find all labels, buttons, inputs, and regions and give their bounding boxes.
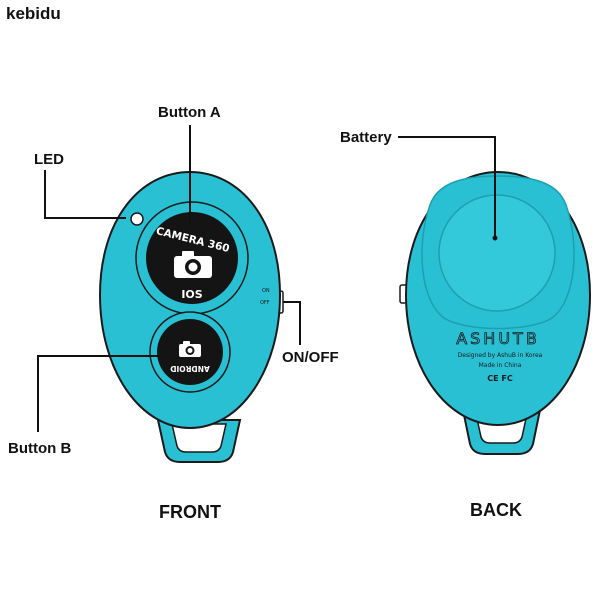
label-led: LED xyxy=(34,151,64,168)
button-a-bottom-text: IOS xyxy=(181,288,202,301)
caption-back: BACK xyxy=(470,500,522,520)
leader-line-led xyxy=(44,170,126,219)
back-designed-line: Designed by AshuB in Korea xyxy=(458,352,543,359)
leader-line-button-b xyxy=(37,355,160,432)
switch-mark-on: ON xyxy=(262,288,270,294)
button-a[interactable]: CAMERA 360 IOS xyxy=(135,201,249,315)
leader-line-on-off xyxy=(283,301,301,345)
back-made-line: Made in China xyxy=(479,362,522,369)
label-button-a: Button A xyxy=(158,104,221,121)
brand-logo: kebidu xyxy=(6,4,61,23)
label-button-b: Button B xyxy=(8,440,71,457)
button-b-bottom-text: ANDROID xyxy=(170,364,209,373)
battery-center-dot xyxy=(492,235,498,241)
camera-icon xyxy=(179,341,201,357)
leader-line-battery xyxy=(398,136,496,236)
camera-icon xyxy=(174,251,212,278)
caption-front: FRONT xyxy=(159,502,221,522)
label-on-off: ON/OFF xyxy=(282,349,339,366)
button-b[interactable]: ANDROID xyxy=(149,311,231,393)
label-battery: Battery xyxy=(340,129,392,146)
back-cert-marks: CE FC xyxy=(487,374,513,383)
battery-cover xyxy=(438,194,556,312)
back-logo: ASHUTB xyxy=(456,329,540,348)
back-view: ASHUTB Designed by AshuB in Korea Made i… xyxy=(398,136,592,455)
front-strap-hole xyxy=(171,423,227,453)
switch-mark-off: OFF xyxy=(260,300,270,306)
front-view: ON OFF CAMERA 360 IOS xyxy=(37,125,301,463)
led-indicator xyxy=(130,212,144,226)
